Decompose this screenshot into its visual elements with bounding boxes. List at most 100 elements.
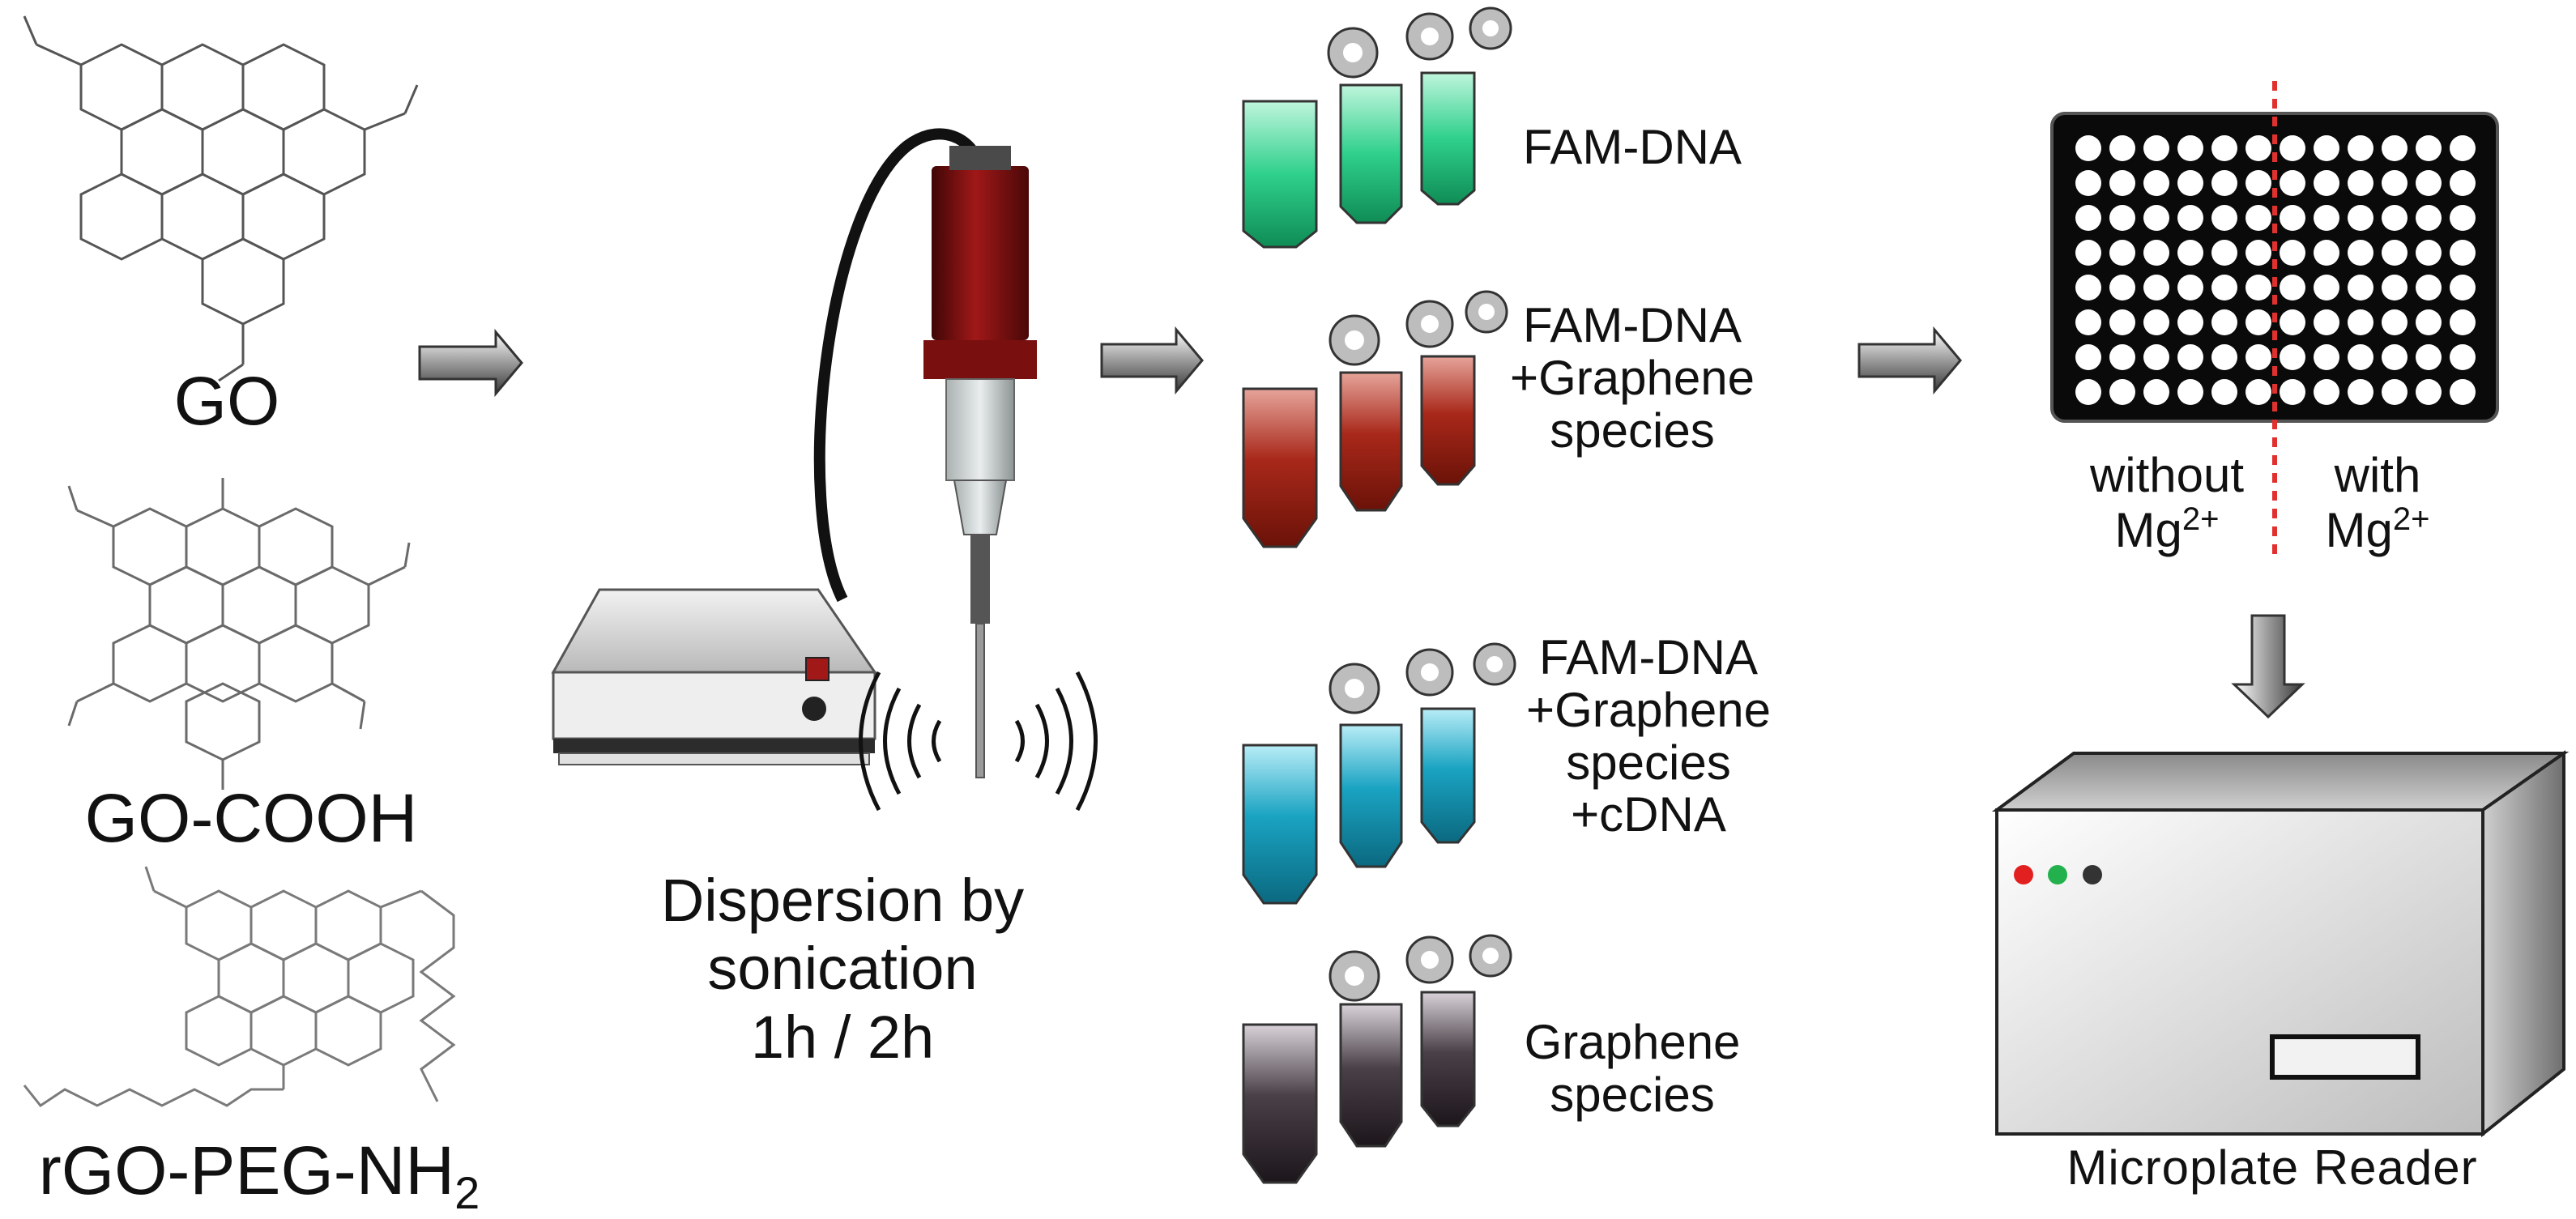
plate-well: [2211, 240, 2237, 266]
plate-well: [2382, 240, 2408, 266]
plate-label-without-mg: Mg: [2114, 502, 2182, 557]
plate-well: [2416, 309, 2442, 335]
plate-well: [2143, 240, 2169, 266]
plate-well: [2348, 379, 2373, 405]
plate-well: [2075, 135, 2101, 161]
plate-well: [2382, 275, 2408, 300]
plate-well: [2211, 344, 2237, 370]
plate-well: [2143, 309, 2169, 335]
go-structure: [23, 15, 419, 382]
plate-well: [2348, 344, 2373, 370]
plate-well: [2245, 135, 2271, 161]
tube-group-green: [1242, 6, 1512, 249]
plate-well: [2075, 275, 2101, 300]
reader-label: Microplate Reader: [2066, 1140, 2478, 1195]
plate-label-without: without Mg2+: [2054, 448, 2280, 557]
group-label-graphene: Graphene species: [1486, 1015, 1778, 1122]
label-go-cooh: GO-COOH: [84, 780, 418, 856]
plate-wells: [2075, 135, 2476, 405]
group-label-fam-dna: FAM-DNA: [1486, 121, 1778, 174]
plate-well: [2245, 240, 2271, 266]
plate-well: [2143, 275, 2169, 300]
group-1-line-1: FAM-DNA: [1523, 120, 1742, 174]
plate-well: [2075, 379, 2101, 405]
plate-well: [2211, 309, 2237, 335]
plate-well: [2245, 344, 2271, 370]
plate-well: [2382, 379, 2408, 405]
reader-led: [2014, 865, 2033, 884]
plate-well: [2348, 170, 2373, 196]
plate-well: [2348, 240, 2373, 266]
plate-well: [2314, 170, 2339, 196]
plate-well: [2109, 309, 2135, 335]
plate-well: [2416, 205, 2442, 231]
plate-well: [2280, 344, 2305, 370]
plate-well: [2382, 135, 2408, 161]
group-3-line-2: +Graphene: [1526, 682, 1771, 737]
plate-well: [2348, 205, 2373, 231]
plate-well: [2280, 170, 2305, 196]
tube-group-gray: [1242, 934, 1512, 1184]
microplate-reader: [1991, 750, 2570, 1138]
plate-well: [2211, 379, 2237, 405]
go-cooh-structure: [67, 478, 411, 790]
sonication-caption: Dispersion by sonication 1h / 2h: [567, 867, 1118, 1072]
group-3-line-3: species: [1566, 735, 1731, 790]
plate-well: [2382, 205, 2408, 231]
plate-well: [2416, 344, 2442, 370]
plate-well: [2109, 379, 2135, 405]
group-2-line-3: species: [1550, 403, 1715, 458]
plate-well: [2075, 240, 2101, 266]
plate-well: [2075, 344, 2101, 370]
tube-group-blue: [1242, 642, 1516, 905]
plate-well: [2382, 344, 2408, 370]
plate-well: [2280, 379, 2305, 405]
plate-well: [2416, 135, 2442, 161]
label-rgo-peg-nh2: rGO-PEG-NH2: [8, 1134, 510, 1217]
plate-well: [2177, 309, 2203, 335]
plate-well: [2109, 240, 2135, 266]
group-4-line-1: Graphene: [1524, 1015, 1741, 1069]
plate-well: [2450, 170, 2476, 196]
label-rgo-peg-nh2-main: rGO-PEG-NH: [38, 1132, 455, 1208]
plate-well: [2143, 205, 2169, 231]
plate-well: [2450, 344, 2476, 370]
plate-well: [2314, 240, 2339, 266]
plate-well: [2450, 205, 2476, 231]
reader-led: [2083, 865, 2102, 884]
plate-well: [2450, 135, 2476, 161]
label-go: GO: [173, 363, 280, 439]
group-label-fam-dna-graphene: FAM-DNA +Graphene species: [1486, 298, 1778, 458]
plate-well: [2450, 275, 2476, 300]
plate-well: [2314, 205, 2339, 231]
group-2-line-1: FAM-DNA: [1523, 298, 1742, 352]
plate-well: [2245, 379, 2271, 405]
plate-well: [2245, 275, 2271, 300]
plate-well: [2075, 170, 2101, 196]
sonicator: [551, 128, 1098, 812]
plate-well: [2450, 309, 2476, 335]
plate-well: [2382, 309, 2408, 335]
plate-label-with-line-2: Mg2+: [2297, 501, 2459, 557]
arrow-right-1: [418, 328, 523, 398]
group-label-fam-dna-graphene-cdna: FAM-DNA +Graphene species +cDNA: [1503, 631, 1794, 842]
plate-well: [2177, 240, 2203, 266]
plate-well: [2245, 170, 2271, 196]
sonication-line-3: 1h / 2h: [750, 1003, 935, 1071]
plate-well: [2177, 205, 2203, 231]
plate-well: [2416, 275, 2442, 300]
group-2-line-2: +Graphene: [1510, 350, 1755, 405]
plate-well: [2075, 309, 2101, 335]
plate-label-without-line-1: without: [2089, 448, 2245, 502]
plate-well: [2314, 135, 2339, 161]
plate-well: [2211, 275, 2237, 300]
plate-label-without-sup: 2+: [2181, 501, 2220, 537]
plate-well: [2211, 135, 2237, 161]
plate-well: [2348, 309, 2373, 335]
sonication-line-2: sonication: [707, 935, 978, 1003]
plate-well: [2143, 170, 2169, 196]
plate-well: [2416, 240, 2442, 266]
arrow-right-3: [1857, 326, 1962, 395]
tube-group-red: [1242, 290, 1508, 548]
plate-label-with-mg: Mg: [2325, 502, 2393, 557]
